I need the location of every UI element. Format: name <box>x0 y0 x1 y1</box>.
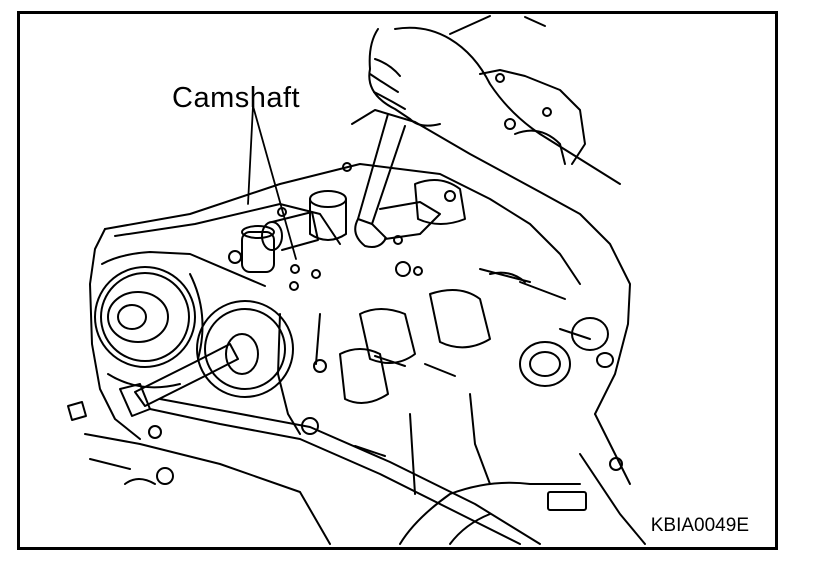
callout-leader-lines <box>247 105 297 260</box>
camshaft-callout-label: Camshaft <box>172 82 301 114</box>
figure-frame: Camshaft KBIA0049E <box>17 11 778 550</box>
intake-ports <box>301 261 614 511</box>
upper-block <box>351 69 631 415</box>
lower-block <box>84 313 646 545</box>
timing-sprockets <box>94 251 294 398</box>
engine-illustration <box>67 15 646 545</box>
special-tool-bar <box>67 343 541 545</box>
figure-id: KBIA0049E <box>650 515 749 536</box>
camshaft-housing <box>89 162 581 440</box>
hand-with-wrench <box>354 15 621 248</box>
